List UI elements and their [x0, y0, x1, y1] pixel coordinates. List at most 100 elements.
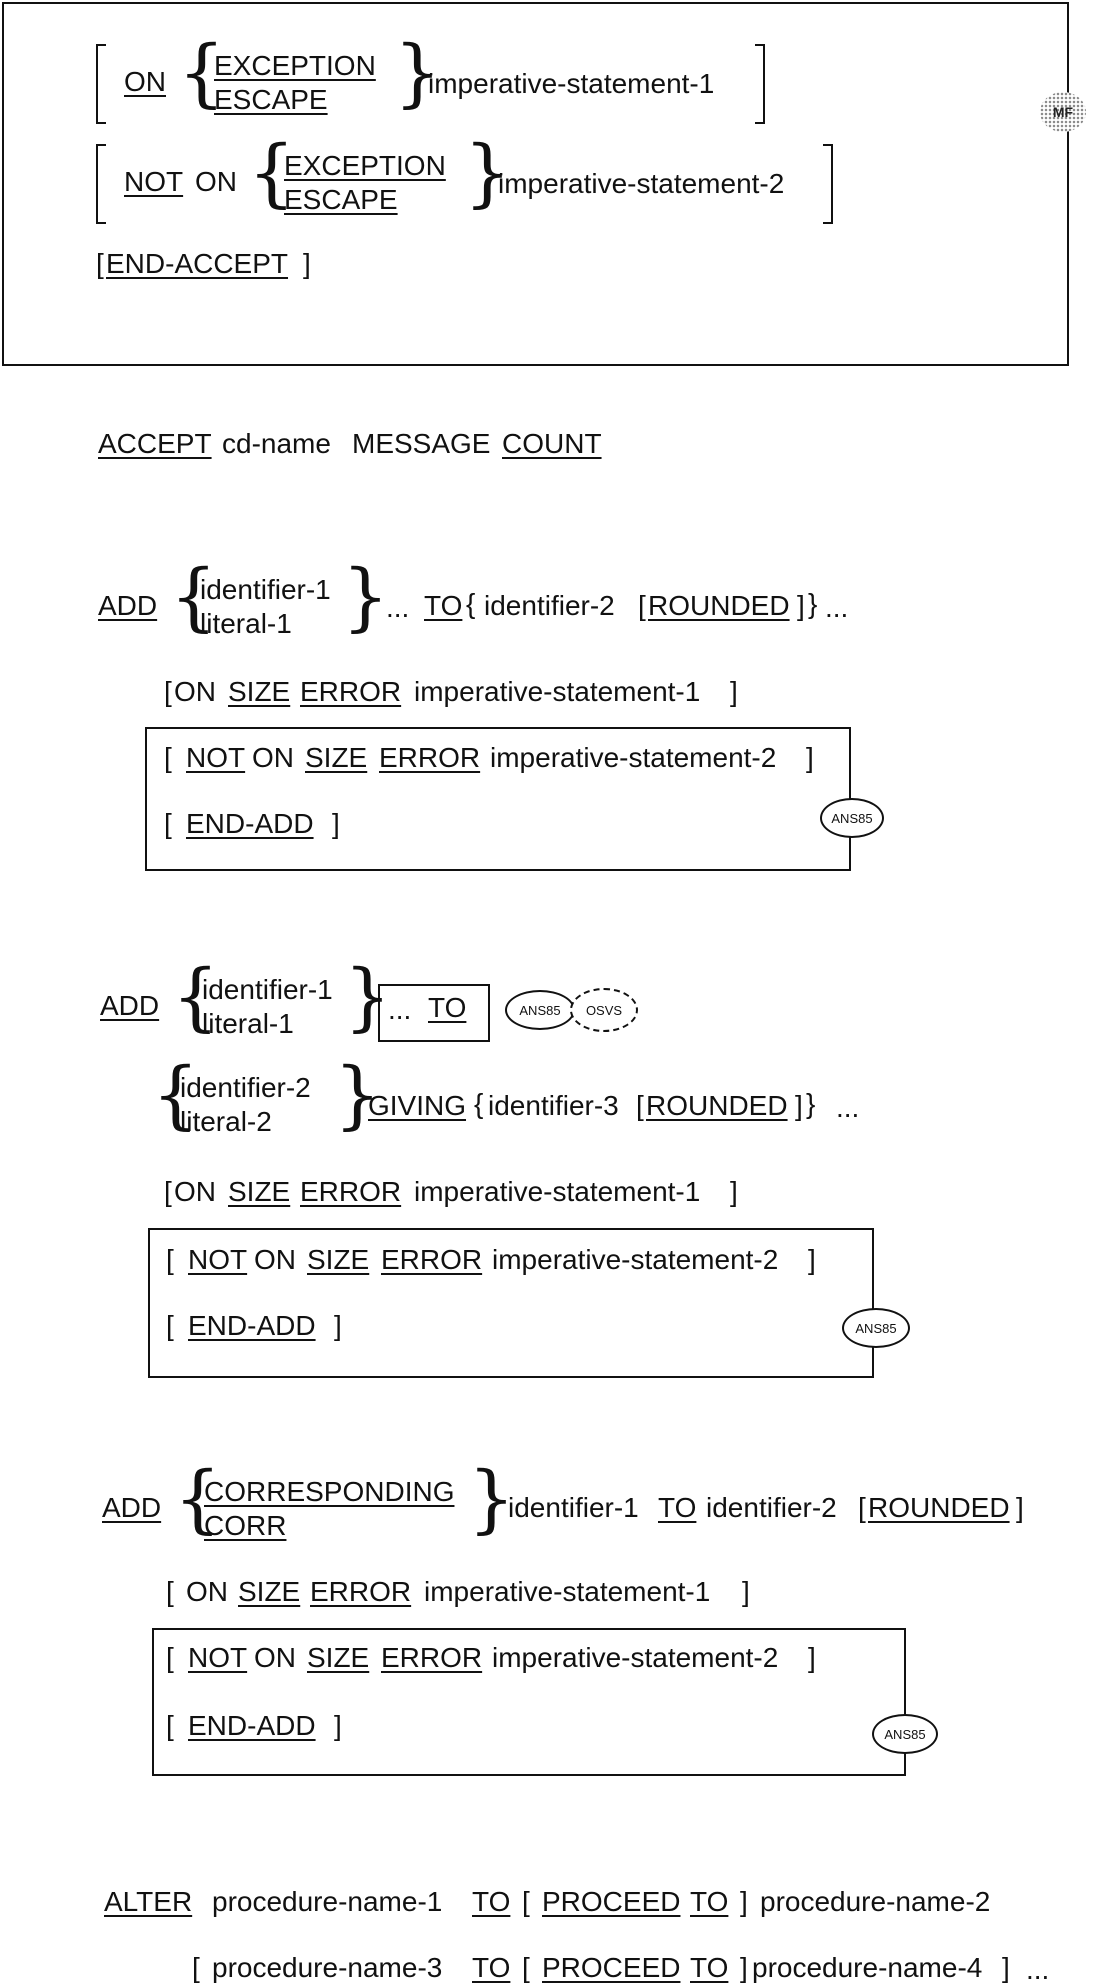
end-add-keyword: END-ADD [188, 1310, 316, 1341]
imperative-statement-1: imperative-statement-1 [414, 1176, 701, 1207]
to-keyword: TO [658, 1492, 697, 1523]
on-keyword: ON [124, 66, 166, 97]
ellipsis: ... [386, 592, 410, 623]
mf-badge: MF [1040, 92, 1086, 132]
accept-exception-box [2, 2, 1069, 366]
ellipsis: ... [388, 994, 412, 1025]
giving-keyword: GIVING [368, 1090, 467, 1121]
error-keyword: ERROR [300, 1176, 402, 1207]
right-square-bracket [755, 44, 765, 124]
on-word: ON [195, 166, 237, 197]
right-square-bracket-text: ] [730, 676, 738, 707]
exception-keyword: EXCEPTION [284, 150, 446, 181]
add-keyword: ADD [102, 1492, 162, 1523]
procedure-name-3: procedure-name-3 [212, 1952, 443, 1983]
error-keyword: ERROR [379, 742, 481, 773]
ans85-badge-label: ANS85 [831, 810, 873, 826]
alter-keyword: ALTER [104, 1886, 193, 1917]
escape-keyword: ESCAPE [284, 184, 398, 215]
left-square-bracket-text: [ [164, 808, 172, 839]
left-square-bracket-text: [ [522, 1886, 530, 1917]
error-keyword: ERROR [381, 1642, 483, 1673]
end-add-keyword: END-ADD [188, 1710, 316, 1741]
exception-keyword: EXCEPTION [214, 50, 376, 81]
left-square-bracket-text: [ [192, 1952, 200, 1983]
right-square-bracket-text: ] [1002, 1952, 1010, 1983]
identifier-2: identifier-2 [180, 1072, 311, 1103]
proceed-keyword: PROCEED [542, 1886, 681, 1917]
right-square-bracket [823, 144, 833, 224]
right-brace: } [334, 1052, 382, 1138]
rounded-keyword: ROUNDED [646, 1090, 788, 1121]
imperative-statement-2: imperative-statement-2 [490, 742, 777, 773]
error-keyword: ERROR [310, 1576, 412, 1607]
to-keyword: TO [472, 1886, 511, 1917]
corr-keyword: CORR [204, 1510, 287, 1541]
imperative-statement-1: imperative-statement-1 [428, 68, 715, 99]
rounded-keyword: ROUNDED [648, 590, 790, 621]
imperative-statement-1: imperative-statement-1 [424, 1576, 711, 1607]
osvs-badge-label: OSVS [585, 1002, 623, 1018]
left-square-bracket-text: [ [164, 676, 172, 707]
ans85-badge: ANS85 [820, 798, 884, 838]
right-square-bracket-text: ] [795, 1090, 803, 1121]
to-keyword: TO [690, 1952, 729, 1983]
literal-1: literal-1 [200, 608, 292, 639]
size-keyword: SIZE [305, 742, 368, 773]
size-keyword: SIZE [228, 1176, 291, 1207]
not-keyword: NOT [188, 1244, 248, 1275]
add-keyword: ADD [100, 990, 160, 1021]
rounded-keyword: ROUNDED [868, 1492, 1010, 1523]
on-word: ON [252, 742, 294, 773]
end-add-keyword: END-ADD [186, 808, 314, 839]
right-square-bracket-text: ] [740, 1886, 748, 1917]
to-keyword: TO [472, 1952, 511, 1983]
left-square-bracket-text: [ [96, 248, 104, 279]
left-square-bracket-text: [ [858, 1492, 866, 1523]
size-keyword: SIZE [307, 1244, 370, 1275]
size-keyword: SIZE [228, 676, 291, 707]
left-square-bracket-text: [ [166, 1642, 174, 1673]
right-square-bracket-text: ] [332, 808, 340, 839]
proceed-keyword: PROCEED [542, 1952, 681, 1983]
imperative-statement-1: imperative-statement-1 [414, 676, 701, 707]
imperative-statement-2: imperative-statement-2 [492, 1642, 779, 1673]
escape-keyword: ESCAPE [214, 84, 328, 115]
to-keyword: TO [428, 992, 467, 1023]
right-square-bracket-text: ] [1016, 1492, 1024, 1523]
to-keyword: TO [424, 590, 463, 621]
left-square-bracket-text: [ [164, 1176, 172, 1207]
right-square-bracket-text: ] [334, 1710, 342, 1741]
right-brace: } [394, 30, 442, 116]
right-square-bracket-text: ] [730, 1176, 738, 1207]
identifier-2: identifier-2 [484, 590, 615, 621]
right-brace-small: } [808, 588, 818, 619]
left-square-bracket-text: [ [166, 1310, 174, 1341]
corresponding-keyword: CORRESPONDING [204, 1476, 455, 1507]
left-square-bracket-text: [ [166, 1244, 174, 1275]
size-keyword: SIZE [307, 1642, 370, 1673]
right-square-bracket-text: ] [808, 1642, 816, 1673]
left-brace: { [248, 130, 296, 216]
left-brace-small: { [466, 588, 476, 619]
imperative-statement-2: imperative-statement-2 [498, 168, 785, 199]
ellipsis: ... [836, 1092, 860, 1123]
right-brace: } [468, 1456, 516, 1542]
on-word: ON [174, 676, 216, 707]
left-brace: { [152, 1052, 200, 1138]
mf-badge-label: MF [1052, 104, 1074, 120]
right-brace: } [464, 130, 512, 216]
not-keyword: NOT [124, 166, 184, 197]
error-keyword: ERROR [300, 676, 402, 707]
left-square-bracket-text: [ [522, 1952, 530, 1983]
right-square-bracket-text: ] [303, 248, 311, 279]
osvs-badge: OSVS [570, 988, 638, 1032]
left-square-bracket-text: [ [638, 590, 646, 621]
procedure-name-2: procedure-name-2 [760, 1886, 991, 1917]
on-word: ON [174, 1176, 216, 1207]
not-keyword: NOT [188, 1642, 248, 1673]
to-keyword: TO [690, 1886, 729, 1917]
right-square-bracket-text: ] [740, 1952, 748, 1983]
on-word: ON [186, 1576, 228, 1607]
left-square-bracket [96, 144, 106, 224]
